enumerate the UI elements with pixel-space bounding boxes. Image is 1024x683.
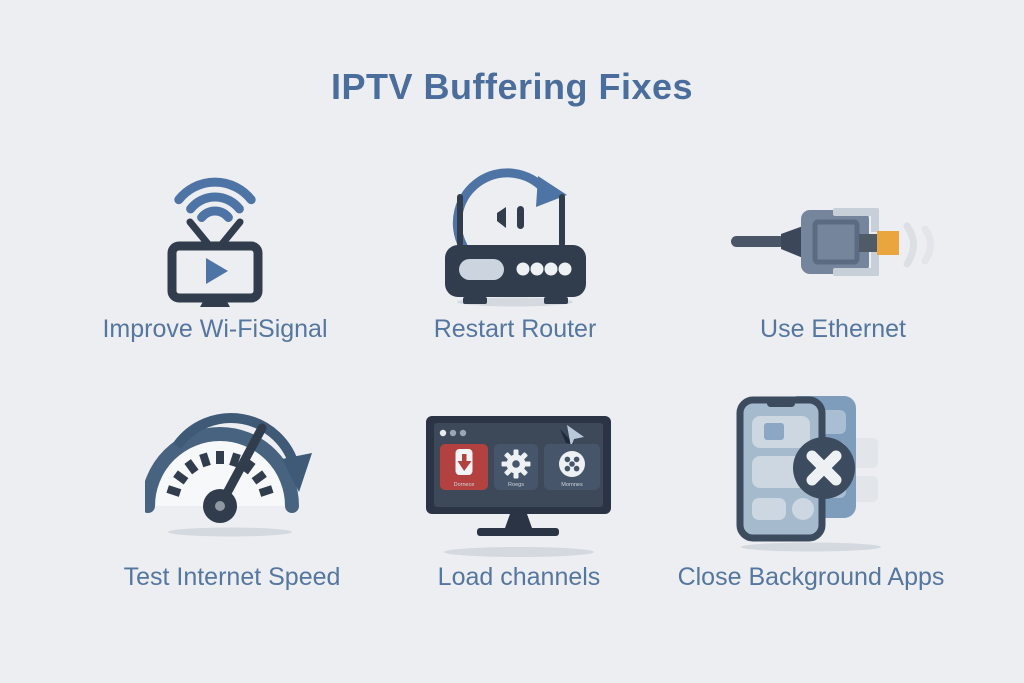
gear-icon	[501, 449, 531, 479]
item-label: Improve Wi-FiSignal	[102, 315, 328, 343]
page-title: IPTV Buffering Fixes	[330, 66, 694, 107]
icon-box: Dornece	[426, 390, 612, 562]
screen-dots	[439, 429, 467, 437]
gauge-ticks	[165, 451, 274, 497]
tv-antenna-icon	[186, 218, 244, 248]
plug-tip	[876, 231, 899, 255]
tv-stand-neck	[505, 514, 532, 528]
icon-box	[730, 150, 936, 314]
item-label: Restart Router	[433, 315, 597, 343]
item-label: Test Internet Speed	[123, 563, 341, 591]
fix-item-use-ethernet: Use Ethernet	[673, 150, 993, 344]
restart-arrow-icon	[452, 168, 549, 251]
close-x-icon	[793, 437, 855, 499]
app-card-small	[752, 498, 786, 520]
item-label: Close Background Apps	[677, 563, 945, 591]
plug-latch	[832, 208, 879, 276]
hub-center	[214, 501, 225, 511]
arrowhead-icon	[281, 453, 312, 492]
icon-box	[160, 150, 270, 314]
icon-box	[443, 150, 588, 314]
plug-body	[800, 210, 869, 274]
close-apps-phone-icon	[736, 396, 881, 552]
item-label: Load channels	[437, 563, 601, 591]
restart-router-icon	[444, 168, 586, 307]
download-arrow-icon	[457, 461, 472, 471]
tile-label: Dornece	[454, 482, 475, 488]
app-tile-download: Dornece	[440, 444, 488, 490]
pin-block	[858, 234, 879, 252]
plug-inset	[812, 219, 859, 265]
film-reel-icon	[559, 451, 585, 477]
tv-app-grid-icon: Dornece	[426, 416, 611, 557]
ethernet-cable-icon	[730, 208, 934, 276]
cursor-icon	[560, 425, 584, 447]
router-antennas	[456, 194, 565, 247]
app-card-thumb	[764, 423, 784, 440]
cable-neck	[780, 226, 803, 258]
app-tile-settings: Roegs	[494, 444, 538, 490]
gauge-ring	[144, 427, 299, 513]
signal-waves-icon	[903, 222, 934, 268]
speedometer-icon	[144, 413, 312, 537]
shadow	[167, 527, 292, 537]
play-icon	[206, 258, 228, 284]
phone-notch	[767, 400, 795, 407]
speed-arrow-icon	[172, 413, 300, 470]
tv-stand-base	[477, 528, 559, 536]
router-leds	[516, 262, 571, 276]
tile-label: Roegs	[508, 482, 524, 488]
fix-item-restart-router: Restart Router	[355, 150, 675, 344]
wifi-arcs-icon	[174, 177, 256, 222]
shadow	[741, 542, 881, 552]
fix-item-test-internet-speed: Test Internet Speed	[72, 390, 392, 592]
item-label: Use Ethernet	[760, 315, 906, 343]
wifi-signal-tv-icon	[167, 177, 263, 307]
fix-item-load-channels: Dornece	[359, 390, 679, 592]
icon-box	[736, 390, 886, 562]
tile-label: Mornnes	[561, 482, 583, 488]
router-feet	[462, 297, 568, 304]
gauge-face	[154, 441, 285, 506]
app-card-round	[792, 498, 814, 520]
router-body	[444, 245, 586, 297]
icon-box	[144, 390, 320, 562]
tv-stand	[200, 298, 230, 307]
cable	[730, 236, 785, 247]
app-tile-movies: Mornnes	[544, 444, 600, 490]
fix-item-improve-wifi-signal: Improve Wi-FiSignal	[55, 150, 375, 344]
arrowhead-icon	[535, 176, 567, 207]
router-display	[458, 259, 504, 280]
shadow	[444, 547, 594, 557]
fix-item-close-background-apps: Close Background Apps	[651, 390, 971, 592]
